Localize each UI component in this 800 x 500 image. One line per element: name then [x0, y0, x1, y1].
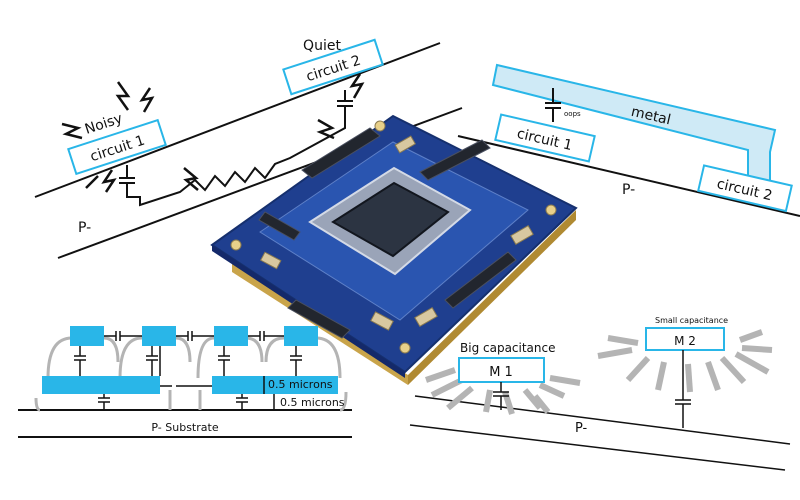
m2-capacitor: [675, 350, 691, 428]
upper-metal-blocks: [70, 326, 318, 346]
thickness-label-1: 0.5 microns: [268, 378, 333, 391]
substrate-label: P- Substrate: [151, 421, 218, 434]
circuit-1-box: circuit 1: [494, 113, 596, 163]
m1-box: [458, 357, 545, 383]
lightning-icon: [349, 73, 365, 99]
pcb-components: [260, 135, 534, 331]
circuit-1-box: circuit 1: [67, 118, 167, 176]
surface-line: [457, 135, 800, 217]
fringe-field-arcs: [34, 336, 348, 412]
lightning-icon: [316, 118, 336, 140]
pcb-connectors: [258, 127, 517, 339]
substrate-bottom-line: [409, 424, 786, 471]
mounting-holes: [230, 120, 557, 354]
field-lines-m2: [597, 329, 773, 393]
m2-label: M 2: [674, 334, 696, 348]
lightning-icon: [61, 122, 83, 140]
coupling-path: [119, 90, 353, 207]
m1-capacitor: [493, 382, 509, 410]
parasitic-capacitor: [545, 88, 561, 122]
substrate-noise-diagram: circuit 2 Quiet circuit 1 Noisy P-: [34, 38, 463, 259]
thickness-label-2: 0.5 microns: [280, 396, 345, 409]
lightning-icon: [115, 81, 131, 111]
circuit-2-box: circuit 2: [697, 164, 793, 213]
cross-section-diagram: 0.5 microns 0.5 microns P- Substrate: [18, 326, 352, 438]
substrate-label: P-: [78, 220, 91, 236]
thickness-markers: [263, 376, 275, 410]
pcb-module-image: [210, 114, 578, 385]
small-capacitance-label: Small capacitance: [655, 316, 728, 325]
noise-lightning-icons: [61, 73, 365, 193]
big-capacitance-label: Big capacitance: [460, 341, 556, 355]
capacitance-comparison-diagram: M 1 Big capacitance P- M 2 Small capacit…: [409, 316, 791, 471]
capacitor-network: [74, 331, 302, 410]
quiet-label: Quiet: [303, 38, 341, 54]
oops-label: oops: [564, 110, 581, 118]
m1-label: M 1: [489, 365, 513, 380]
substrate-label: P-: [622, 182, 635, 198]
m2-box: [645, 327, 725, 351]
lightning-icon: [85, 175, 99, 189]
substrate-label: P-: [575, 421, 588, 436]
lower-metal-bars: [42, 376, 338, 394]
lightning-icon: [139, 87, 155, 113]
chip-die: [331, 181, 450, 258]
lightning-icon: [101, 169, 117, 193]
surface-line: [414, 395, 791, 445]
lightning-icon: [183, 167, 199, 191]
pcb-pins: [408, 210, 576, 385]
